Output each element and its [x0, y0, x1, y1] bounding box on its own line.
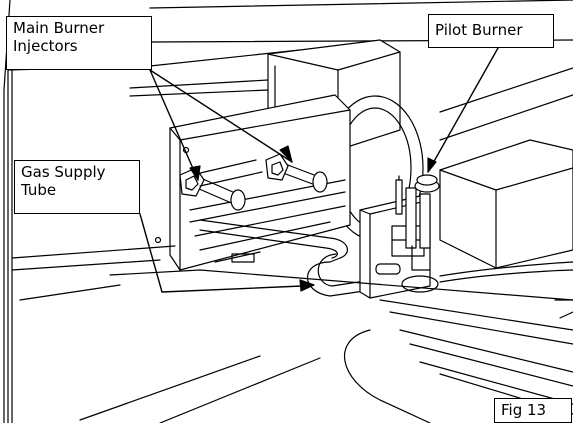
gas-supply-tube-label-line1: Gas Supply [21, 163, 106, 181]
main-burner-injectors-label-line2: Injectors [13, 37, 78, 55]
main-burner-injectors-label: Main Burner Injectors [6, 16, 152, 70]
gas-supply-tube-label: Gas Supply Tube [14, 160, 140, 214]
pilot-bracket [359, 174, 440, 299]
figure-number-text: Fig 13 [501, 401, 547, 419]
arrowheads [189, 145, 437, 292]
cabinet-frame [3, 0, 13, 423]
injector-rods [179, 153, 328, 211]
gas-supply-tube-label-line2: Tube [21, 181, 57, 199]
figure-number-label: Fig 13 [494, 398, 572, 423]
injector-manifold [154, 94, 351, 271]
right-housing [439, 67, 573, 269]
pilot-burner-label-text: Pilot Burner [435, 21, 523, 39]
leader-lines [139, 47, 499, 293]
pilot-burner-label: Pilot Burner [428, 14, 554, 48]
main-burner-injectors-label-line1: Main Burner [13, 19, 105, 37]
cabinet-floor [11, 245, 573, 423]
pilot-tube [439, 261, 573, 283]
